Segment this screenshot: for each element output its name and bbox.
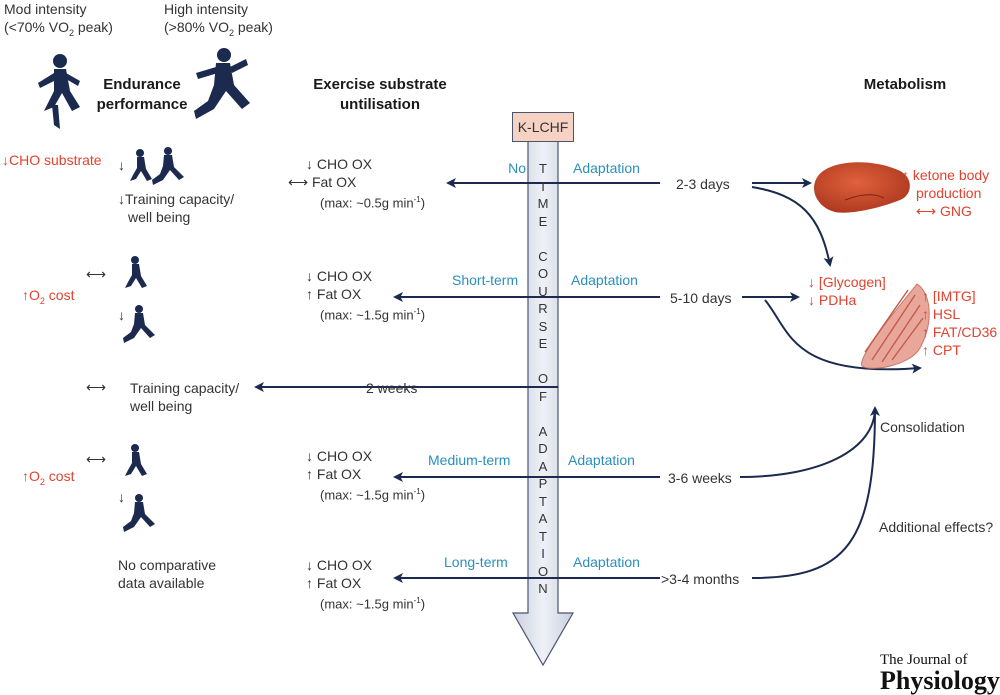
duration-no: 2-3 days [676, 176, 730, 192]
time-course-letter: O [537, 563, 549, 579]
time-course-letter: E [538, 336, 548, 351]
endurance-performance-heading: Endurance performance [96, 76, 188, 113]
stage-long-term: Long-term [444, 554, 508, 570]
substrate-block-long-term: ↓ CHO OX ↑ Fat OX (max: ~1.5g min-1) [306, 557, 426, 612]
time-course-letter: A [538, 423, 548, 439]
runner-row2a-icon [125, 256, 147, 288]
additional-effects-label: Additional effects? [879, 519, 994, 535]
runner-row4b-icon [123, 494, 155, 532]
time-course-letter: O [537, 371, 549, 386]
runner-row2b-icon [123, 305, 155, 343]
duration-medium-term: 3-6 weeks [668, 470, 732, 486]
stage-short-term: Short-term [452, 272, 519, 288]
glycogen-effects: ↓ [Glycogen] ↓ PDHa [808, 274, 886, 308]
time-course-letter: I [541, 178, 545, 194]
duration-two-weeks: 2 weeks [366, 380, 418, 396]
no-comparative-data: No comparative data available [118, 557, 217, 591]
row3-neutral-arrow: ⟷ [86, 379, 107, 395]
liver-effects: ↑ ketone body production ⟷ GNG [902, 167, 990, 219]
time-course-letter: T [539, 528, 547, 544]
k-lchf-box: K-LCHF [512, 112, 574, 142]
row1-training-capacity: ↓Training capacity/ well being [118, 191, 235, 225]
stage-no: No [508, 160, 526, 176]
time-course-letter [533, 405, 553, 423]
o2-cost-row4: ↑O2 cost [22, 468, 75, 487]
time-course-letter: T [539, 161, 547, 176]
duration-short-term: 5-10 days [670, 290, 732, 306]
short-term-to-muscle-curve [764, 299, 922, 374]
runner-row4a-icon [125, 444, 147, 476]
muscle-icon [861, 283, 930, 369]
time-course-letter: S [538, 318, 548, 334]
time-course-letter: A [538, 458, 548, 474]
time-course-letter: O [537, 266, 549, 281]
adaptation-medium-term: Adaptation [568, 452, 635, 468]
stage-medium-term: Medium-term [428, 452, 511, 468]
metabolism-heading: Metabolism [863, 76, 947, 93]
time-course-letter: D [538, 441, 548, 456]
substrate-block-short-term: ↓ CHO OX ↑ Fat OX (max: ~1.5g min-1) [306, 268, 426, 323]
row4-down-arrow: ↓ [118, 489, 125, 505]
time-course-letter: N [538, 581, 548, 596]
cho-substrate-label: ↓CHO substrate [2, 152, 102, 168]
row3-training-capacity: Training capacity/ well being [130, 380, 240, 414]
runner-pair-row1-icon [130, 147, 184, 185]
substrate-block-medium-term: ↓ CHO OX ↑ Fat OX (max: ~1.5g min-1) [306, 448, 426, 503]
liver-icon [814, 162, 910, 213]
time-course-letter: A [538, 511, 548, 526]
time-course-letter: E [538, 213, 548, 229]
time-course-letter [533, 230, 553, 248]
time-course-letter: I [541, 546, 545, 561]
medium-term-consolidation-curve [739, 407, 876, 478]
journal-logo: The Journal of Physiology [880, 652, 1000, 695]
time-course-letter: U [538, 283, 548, 299]
time-course-letter: T [539, 493, 547, 509]
liver-to-glycogen-curve [751, 186, 834, 267]
time-course-letter: P [538, 476, 548, 491]
substrate-block-no: ↓ CHO OX ⟷ Fat OX (max: ~0.5g min-1) [288, 156, 426, 211]
o2-cost-row2: ↑O2 cost [22, 287, 75, 306]
adaptation-long-term: Adaptation [573, 554, 640, 570]
muscle-effects: ↑ [IMTG] ↑ HSL ↑ FAT/CD36 ↑ CPT [922, 288, 998, 358]
time-course-letter: R [538, 301, 548, 316]
row1-down-arrow: ↓ [118, 157, 125, 173]
runner-moderate-icon [38, 54, 80, 129]
adaptation-short-term: Adaptation [571, 272, 638, 288]
time-course-arrow [511, 139, 575, 667]
long-term-consolidation-curve [751, 406, 880, 579]
consolidation-label: Consolidation [880, 419, 965, 435]
time-course-letter: C [538, 248, 548, 264]
high-intensity-label: High intensity (>80% VO2 peak) [164, 1, 273, 38]
time-course-letter [533, 353, 553, 371]
row4-neutral-arrow: ⟷ [86, 451, 107, 467]
mod-intensity-label: Mod intensity (<70% VO2 peak) [4, 1, 113, 38]
runner-high-intensity-icon [194, 48, 250, 119]
substrate-heading: Exercise substrate untilisation [313, 76, 447, 113]
row2-down-arrow: ↓ [118, 307, 125, 323]
adaptation-no: Adaptation [573, 160, 640, 176]
duration-long-term: >3-4 months [661, 571, 740, 587]
row2-neutral-arrow: ⟷ [86, 266, 107, 282]
time-course-letter: M [537, 196, 549, 211]
row-arrows [254, 178, 922, 583]
time-course-letter: F [539, 388, 547, 404]
